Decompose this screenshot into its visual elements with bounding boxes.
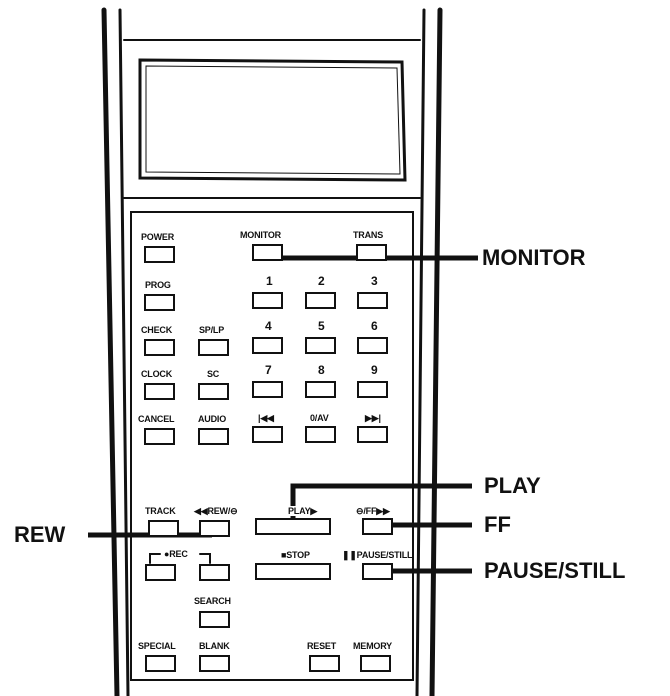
key-8-button[interactable] [305, 381, 336, 398]
check-label: CHECK [141, 325, 173, 335]
audio-label: AUDIO [198, 414, 226, 424]
zero-av-label: 0/AV [310, 413, 329, 423]
key-2-label: 2 [318, 274, 325, 288]
audio-button[interactable] [198, 428, 229, 445]
key-6-button[interactable] [357, 337, 388, 354]
callout-ff: FF [484, 512, 511, 537]
key-4-button[interactable] [252, 337, 283, 354]
cancel-label: CANCEL [138, 414, 175, 424]
rec-button-right[interactable] [199, 564, 230, 581]
prog-label: PROG [145, 280, 171, 290]
prog-button[interactable] [144, 294, 175, 311]
rew-button[interactable] [199, 520, 230, 537]
sc-label: SC [207, 369, 220, 379]
callout-monitor: MONITOR [482, 245, 586, 270]
monitor-button[interactable] [252, 244, 283, 261]
power-button[interactable] [144, 246, 175, 263]
key-3-label: 3 [371, 274, 378, 288]
key-8-label: 8 [318, 363, 325, 377]
key-1-label: 1 [266, 274, 273, 288]
monitor-label: MONITOR [240, 230, 281, 240]
splp-button[interactable] [198, 339, 229, 356]
trans-button[interactable] [356, 244, 387, 261]
clock-button[interactable] [144, 383, 175, 400]
splp-label: SP/LP [199, 325, 225, 335]
clock-label: CLOCK [141, 369, 172, 379]
special-button[interactable] [145, 655, 176, 672]
pause-still-label: ❚❚PAUSE/STILL [342, 550, 413, 560]
track-button[interactable] [148, 520, 179, 537]
search-label: SEARCH [194, 596, 231, 606]
power-label: POWER [141, 232, 175, 242]
prev-label: |◀◀ [258, 413, 274, 423]
next-button[interactable] [357, 426, 388, 443]
search-button[interactable] [199, 611, 230, 628]
play-label: PLAY▶ [286, 506, 320, 516]
key-7-label: 7 [265, 363, 272, 377]
callout-pause-still: PAUSE/STILL [484, 558, 626, 583]
track-label: TRACK [145, 506, 176, 516]
cancel-button[interactable] [144, 428, 175, 445]
blank-label: BLANK [199, 641, 230, 651]
key-6-label: 6 [371, 319, 378, 333]
stop-button[interactable] [255, 563, 331, 580]
check-button[interactable] [144, 339, 175, 356]
key-3-button[interactable] [357, 292, 388, 309]
prev-button[interactable] [252, 426, 283, 443]
blank-button[interactable] [199, 655, 230, 672]
memory-label: MEMORY [353, 641, 392, 651]
reset-label: RESET [307, 641, 337, 651]
key-9-button[interactable] [357, 381, 388, 398]
ff-button[interactable] [362, 518, 393, 535]
next-label: ▶▶| [365, 413, 381, 423]
key-1-button[interactable] [252, 292, 283, 309]
callout-rew: REW [14, 522, 66, 547]
key-7-button[interactable] [252, 381, 283, 398]
key-5-label: 5 [318, 319, 325, 333]
key-4-label: 4 [265, 319, 272, 333]
trans-label: TRANS [353, 230, 383, 240]
key-5-button[interactable] [305, 337, 336, 354]
ff-label: ⊖/FF▶▶ [356, 506, 390, 516]
pause-still-button[interactable] [362, 563, 393, 580]
zero-av-button[interactable] [305, 426, 336, 443]
callout-play: PLAY [484, 473, 541, 498]
sc-button[interactable] [198, 383, 229, 400]
rec-label: ●REC [164, 549, 188, 559]
key-9-label: 9 [371, 363, 378, 377]
rew-label: ◀◀REW/⊖ [194, 506, 238, 516]
rec-button-left[interactable] [145, 564, 176, 581]
reset-button[interactable] [309, 655, 340, 672]
key-2-button[interactable] [305, 292, 336, 309]
stop-label: ■STOP [281, 550, 310, 560]
play-button[interactable] [255, 518, 331, 535]
special-label: SPECIAL [138, 641, 176, 651]
memory-button[interactable] [360, 655, 391, 672]
